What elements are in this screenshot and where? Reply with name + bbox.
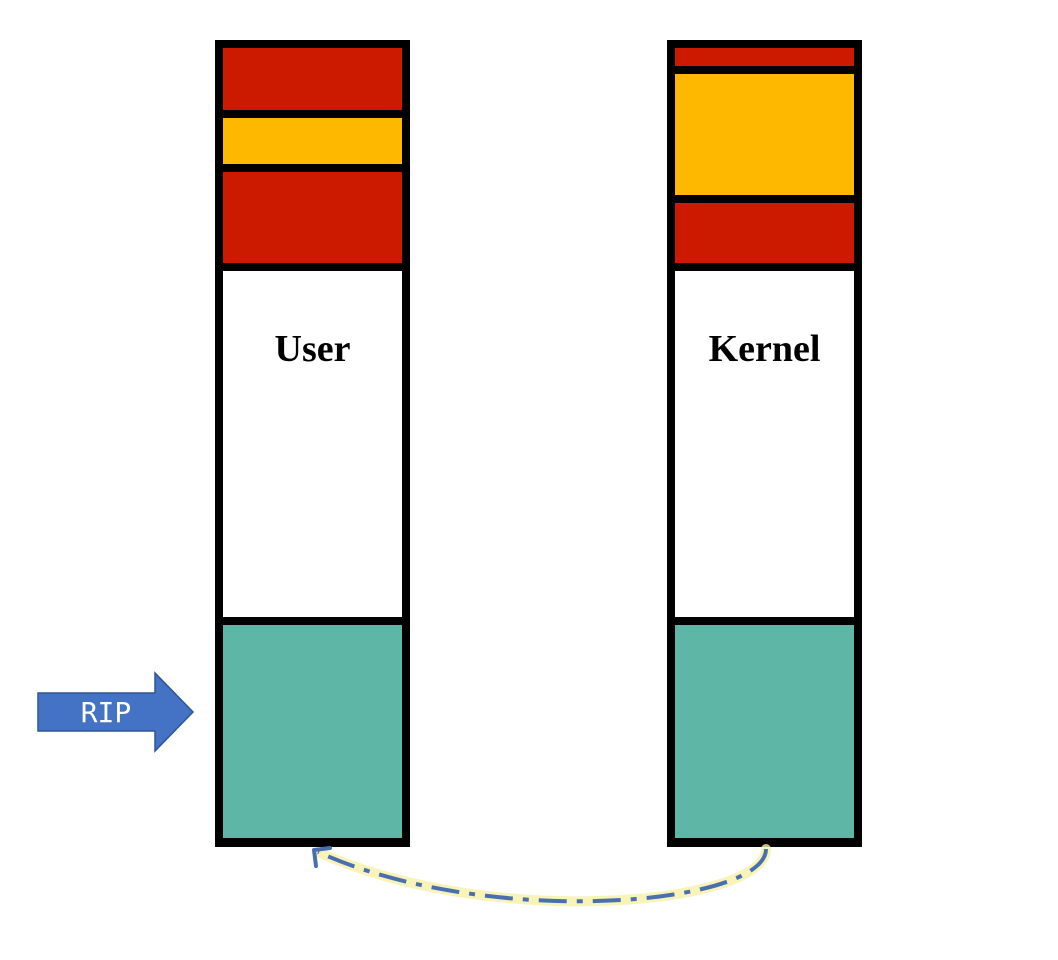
- rip-pointer: RIP: [37, 671, 195, 753]
- user-segment-red-bottom: [223, 172, 402, 263]
- user-column: User: [215, 40, 410, 847]
- transition-arrow: [312, 844, 771, 907]
- kernel-segment-teal: [675, 625, 854, 838]
- rip-label: RIP: [81, 696, 132, 729]
- user-label: User: [274, 328, 351, 370]
- dash-dot-curved-arrow-icon: [317, 848, 768, 904]
- kernel-label: Kernel: [708, 328, 821, 370]
- user-segment-yellow: [223, 118, 402, 164]
- user-segment-red-top: [223, 48, 402, 110]
- arrowhead-icon: [312, 846, 332, 868]
- kernel-column: Kernel: [667, 40, 862, 847]
- kernel-segment-red-bottom: [675, 203, 854, 263]
- user-segment-white: User: [223, 271, 402, 617]
- kernel-segment-white: Kernel: [675, 271, 854, 617]
- user-segment-teal: [223, 625, 402, 838]
- kernel-segment-yellow: [675, 74, 854, 195]
- right-arrow-icon: [37, 671, 195, 753]
- kernel-segment-red-top: [675, 48, 854, 66]
